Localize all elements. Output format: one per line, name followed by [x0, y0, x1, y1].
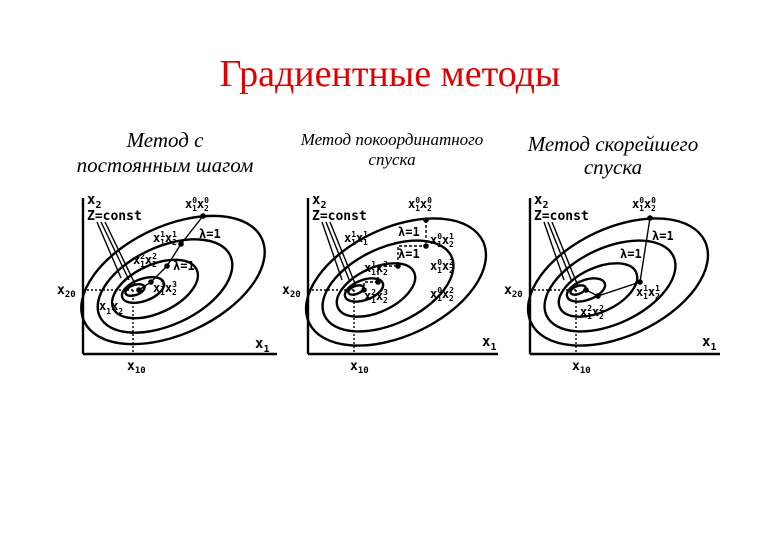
contour-4	[565, 277, 607, 303]
caption-line: Метод скорейшего	[527, 132, 699, 156]
axis-x-label: x1	[482, 334, 496, 353]
caption-steepest-descent: Метод скорейшего спуска	[508, 132, 718, 180]
caption-line: Метод покоординатного	[300, 130, 484, 149]
caption-line: спуска	[583, 155, 643, 180]
lambda-label: λ=1	[652, 229, 674, 243]
lambda-label: λ=1	[398, 225, 420, 239]
level-label: Z=const	[87, 209, 142, 224]
point-label-n: x1x2	[99, 299, 123, 316]
level-label: Z=const	[312, 209, 367, 224]
level-pointer	[547, 221, 573, 283]
contour-outer	[526, 217, 710, 347]
caption-line: Метод с	[126, 128, 204, 152]
trajectory-point	[637, 279, 643, 285]
level-pointer	[543, 221, 565, 281]
x10-label: x10	[127, 359, 146, 376]
contour-outer	[304, 217, 488, 347]
level-pointer	[325, 221, 351, 283]
axis-x-label: x1	[255, 336, 269, 355]
contour-4	[343, 277, 385, 303]
descent-path	[363, 220, 427, 290]
axis-x-label: x1	[702, 334, 716, 353]
contour-3	[557, 262, 639, 318]
level-pointer	[329, 221, 357, 287]
contour-2	[96, 238, 234, 334]
caption-constant-step: Метод с постоянным шагом	[60, 128, 270, 178]
caption-line: спуска	[368, 150, 416, 170]
x20-label: x20	[504, 283, 523, 300]
contour-2	[543, 239, 677, 333]
trajectory-point	[595, 293, 601, 299]
trajectory-point	[178, 241, 184, 247]
caption-line: постоянным шагом	[76, 153, 254, 178]
level-pointer	[96, 221, 122, 279]
contour-3	[335, 262, 417, 318]
lambda-label: λ=1	[620, 247, 642, 261]
trajectory-point	[395, 263, 401, 269]
contour-3	[110, 258, 200, 320]
trajectory-point	[423, 243, 429, 249]
level-pointer	[100, 221, 130, 281]
descent-path	[585, 217, 651, 297]
trajectory-point	[583, 287, 589, 293]
caption-coordinate-descent: Метод покоординатного спуска	[284, 130, 500, 171]
contour-4	[120, 276, 166, 304]
lambda-label: λ=1	[173, 259, 195, 273]
level-pointer	[551, 221, 579, 287]
trajectory-point	[375, 279, 381, 285]
trajectory-point	[361, 287, 367, 293]
axis-y-label: x2	[312, 192, 326, 211]
trajectory-point	[148, 279, 154, 285]
axis-y-label: x2	[534, 192, 548, 211]
lambda-label: λ=1	[199, 227, 221, 241]
trajectory-point	[164, 263, 170, 269]
trajectory-point	[423, 217, 429, 223]
x20-label: x20	[282, 283, 301, 300]
x10-label: x10	[350, 359, 369, 376]
lambda-label: λ=1	[398, 247, 420, 261]
slide-title: Градиентные методы	[219, 53, 561, 95]
contour-2	[321, 239, 455, 333]
level-pointer	[104, 221, 136, 285]
trajectory-point	[136, 287, 142, 293]
x10-label: x10	[572, 359, 591, 376]
x20-label: x20	[57, 283, 76, 300]
trajectory-point	[647, 215, 653, 221]
level-label: Z=const	[534, 209, 589, 224]
level-pointer	[321, 221, 343, 281]
axis-y-label: x2	[87, 192, 101, 211]
contour-outer	[80, 214, 266, 346]
trajectory-point	[200, 213, 206, 219]
